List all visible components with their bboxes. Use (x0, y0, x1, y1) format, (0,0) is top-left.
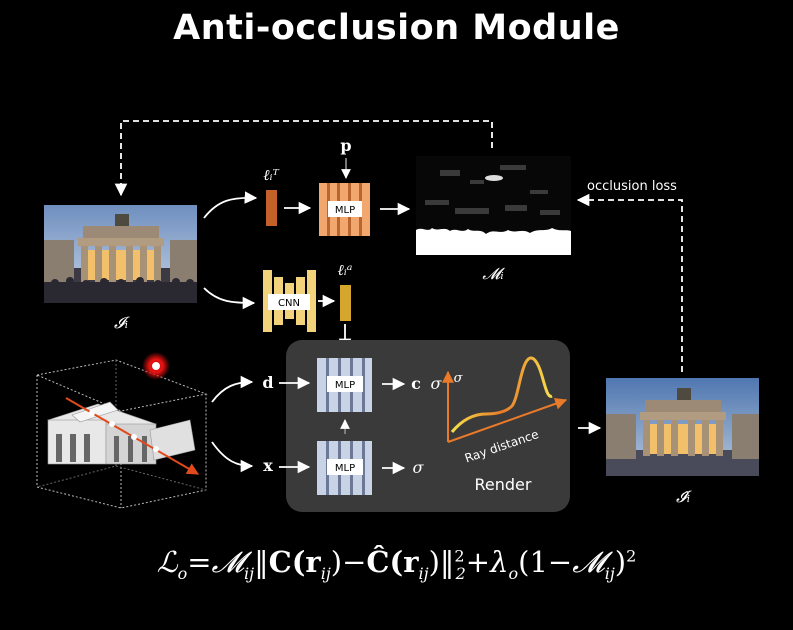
eq-norm-close: ‖ (439, 545, 455, 579)
eq-lhs-sub: o (177, 563, 188, 583)
cnn-label: CNN (278, 298, 300, 309)
transient-embedding-label: ℓᵢᵀ (263, 166, 279, 184)
image-to-encoder-arrows (203, 191, 258, 310)
eq-color-2-arg: (r (389, 545, 419, 579)
input-image-label: 𝓘ᵢ (114, 313, 130, 332)
mlp-transient (319, 183, 370, 236)
sigma-out-label-2: σ (413, 458, 425, 477)
plot-sigma-label: σ (454, 371, 464, 386)
rendered-image-label: 𝓘̂ᵢ (676, 487, 692, 506)
position-label: x (263, 456, 273, 475)
occlusion-loss-arrow (576, 193, 683, 372)
dashed-feedback-arrow (114, 120, 493, 197)
eq-color-2-sub: ij (418, 563, 429, 583)
cnn-encoder (263, 270, 316, 332)
appearance-embedding-label: ℓᵢᵃ (338, 261, 353, 279)
eq-paren: (1− (518, 545, 573, 579)
eq-norm-open: ‖ (254, 545, 269, 579)
occlusion-loss-equation: ℒo=𝓜ij‖C(rij)−Ĉ(rij)‖22+λo(1−𝓜ij)2 (0, 545, 793, 583)
rendered-image (606, 378, 759, 476)
eq-mask-2: 𝓜 (572, 545, 605, 579)
eq-square: 2 (626, 546, 637, 566)
eq-norm-sub: 2 (455, 563, 466, 583)
eq-color-1-close: ) (330, 545, 343, 579)
page-title: Anti-occlusion Module (173, 8, 620, 48)
eq-equals: = (187, 545, 212, 579)
transient-embedding-bar (266, 190, 277, 226)
mlp-transient-label: MLP (335, 205, 355, 216)
mask-label: 𝓜ᵢ (482, 264, 505, 283)
eq-lambda-sub: o (508, 563, 519, 583)
mlp-color (317, 358, 372, 412)
occlusion-mask (416, 156, 571, 255)
mlp-color-label: MLP (335, 380, 355, 391)
render-label: Render (475, 475, 532, 494)
eq-mask-2-sub: ij (604, 563, 615, 583)
eq-color-2-close: ) (428, 545, 440, 579)
scene-3d (35, 352, 208, 509)
eq-color-2: Ĉ (366, 545, 390, 579)
eq-minus: − (342, 545, 367, 579)
eq-color-1: C (268, 545, 292, 579)
eq-lambda: λ (490, 545, 509, 579)
mlp-density (317, 441, 372, 495)
color-out-label: c (411, 374, 421, 393)
appearance-embedding-bar (340, 285, 351, 321)
eq-norm-sup: 2 (454, 546, 465, 566)
density-plot (442, 356, 568, 443)
eq-mask-1: 𝓜 (211, 545, 245, 579)
input-image (44, 205, 197, 303)
mlp-density-label: MLP (335, 463, 355, 474)
eq-lhs: ℒ (156, 545, 178, 579)
occlusion-loss-label: occlusion loss (587, 179, 677, 194)
eq-paren-close: ) (614, 545, 627, 579)
scene-to-inputs-arrows (211, 375, 254, 473)
pose-label: p (340, 136, 351, 155)
eq-color-1-arg: (r (291, 545, 321, 579)
sigma-out-label-1: σ (431, 374, 443, 393)
direction-label: d (262, 373, 273, 392)
eq-plus: + (465, 545, 491, 579)
eq-mask-1-sub: ij (244, 563, 255, 583)
eq-color-1-sub: ij (320, 563, 331, 583)
